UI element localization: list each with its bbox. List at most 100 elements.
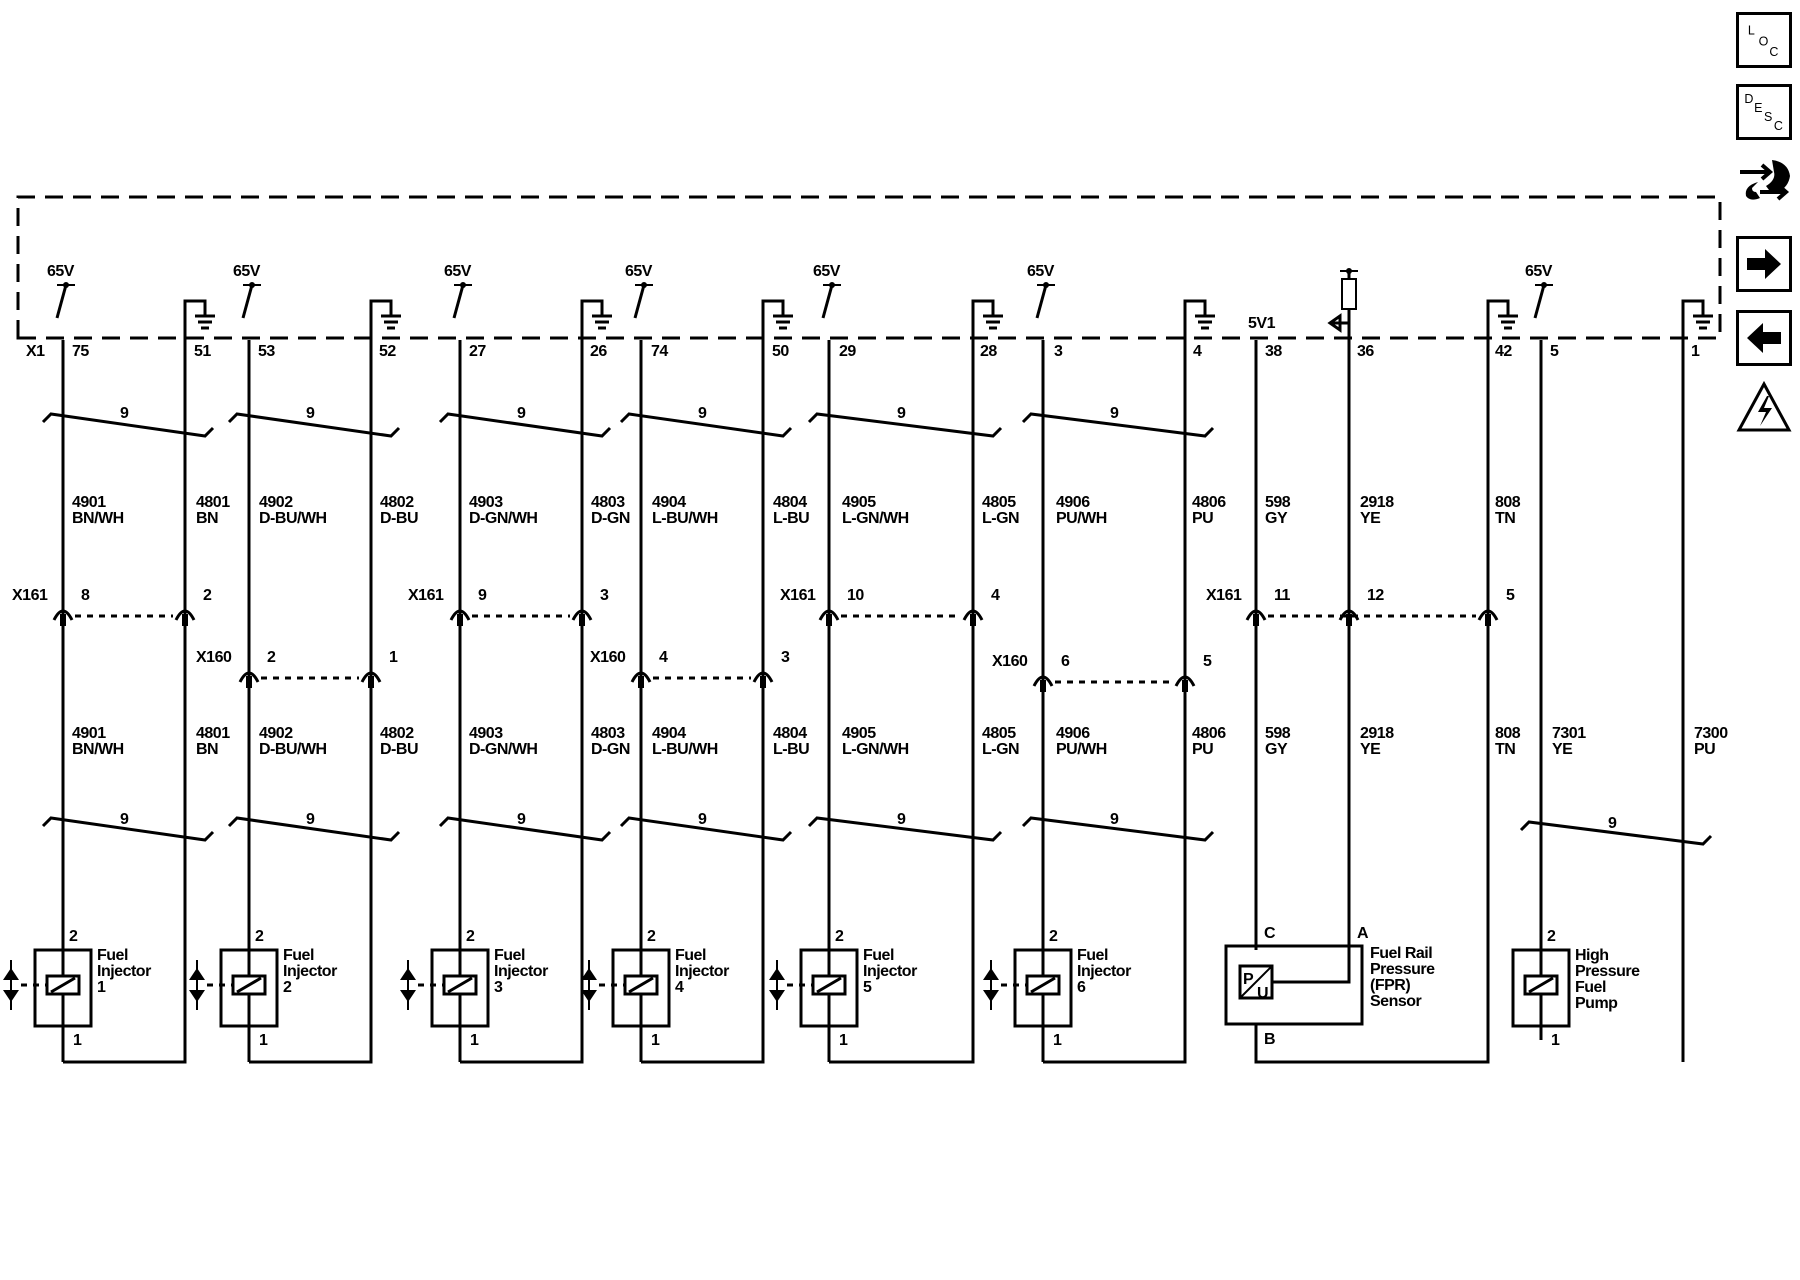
circuit-number: 4904 (652, 494, 686, 511)
twisted-pair-marker (619, 816, 793, 842)
x161-pin-number: 3 (600, 587, 609, 604)
component-name: Fuel (97, 947, 128, 964)
x160-pin-number: 6 (1061, 653, 1070, 670)
component-pin-number: B (1264, 1031, 1275, 1048)
ecm-pin-number: 74 (651, 343, 668, 360)
component-name: Fuel (283, 947, 314, 964)
component-name: Fuel (863, 947, 894, 964)
driver-switch (821, 284, 834, 319)
x161-pin-number: 11 (1274, 587, 1291, 604)
ecm-pin-number: 51 (194, 343, 211, 360)
injector-coil-slash (1030, 976, 1056, 994)
circuit-number: 808 (1495, 725, 1521, 742)
wire-color: L-GN/WH (842, 741, 909, 758)
twisted-pair-marker (227, 412, 401, 438)
twisted-pair-marker (807, 412, 1003, 438)
circuit-number: 4804 (773, 725, 807, 742)
x160-pin-number: 3 (781, 649, 790, 666)
x160-connector-label: X160 (196, 649, 232, 666)
injector-return (829, 1040, 975, 1064)
arrow-left-icon[interactable] (1736, 310, 1792, 366)
wire-color: BN/WH (72, 510, 124, 527)
connector-end-view-icon[interactable] (1736, 152, 1792, 208)
circuit-number: 4905 (842, 725, 876, 742)
injector-return (1043, 1040, 1187, 1064)
wire-color: L-GN (982, 510, 1019, 527)
ground-lead (369, 299, 393, 340)
arrow-right-icon[interactable] (1736, 236, 1792, 292)
x160-pin-number: 1 (389, 649, 398, 666)
component-name: Fuel (675, 947, 706, 964)
x161-connector-label: X161 (1206, 587, 1242, 604)
circuit-number: 7300 (1694, 725, 1728, 742)
connector-cavity (238, 671, 260, 683)
connector-cavity (571, 609, 593, 621)
component-name: 1 (97, 979, 106, 996)
wire-color: D-BU (380, 510, 418, 527)
valve-symbol (400, 968, 416, 1002)
valve-symbol (769, 968, 785, 1002)
component-name: Fuel (494, 947, 525, 964)
loc-icon[interactable]: L O C (1736, 12, 1792, 68)
ecm-pin-number: 75 (72, 343, 89, 360)
circuit-number: 7301 (1552, 725, 1586, 742)
ecm-pin-number: 27 (469, 343, 486, 360)
connector-terminal (246, 676, 252, 688)
component-pin-number: 2 (647, 928, 656, 945)
supply-voltage-label: 65V (1525, 263, 1553, 280)
component-name: 6 (1077, 979, 1086, 996)
twisted-pair-label: 9 (120, 811, 129, 828)
transducer-letter: U (1257, 985, 1268, 1002)
twisted-pair-label: 9 (517, 405, 526, 422)
wire-color: L-GN (982, 741, 1019, 758)
circuit-number: 4805 (982, 494, 1016, 511)
component-pin-number: 1 (470, 1032, 479, 1049)
twisted-pair-label: 9 (698, 405, 707, 422)
ecm-pin-number: 50 (772, 343, 789, 360)
component-pin-number: 2 (835, 928, 844, 945)
connector-cavity (449, 609, 471, 621)
component-pin-number: 1 (259, 1032, 268, 1049)
desc-icon[interactable]: D E S C (1736, 84, 1792, 140)
circuit-number: 4806 (1192, 725, 1226, 742)
wire-color: PU/WH (1056, 741, 1107, 758)
twisted-pair-marker (1519, 820, 1713, 846)
connector-cavity (630, 671, 652, 683)
component-name: Fuel (1077, 947, 1108, 964)
wire-color: D-BU/WH (259, 741, 327, 758)
x161-pin-number: 12 (1367, 587, 1384, 604)
twisted-pair-label: 9 (306, 405, 315, 422)
ecm-boundary (16, 195, 1722, 340)
x161-pin-number: 9 (478, 587, 487, 604)
twisted-pair-marker (41, 816, 215, 842)
connector-cavity (1245, 609, 1267, 621)
twisted-pair-marker (438, 816, 612, 842)
x160-connector-label: X160 (590, 649, 626, 666)
loc-letter: O (1759, 34, 1769, 48)
ecm-pin-number: 28 (980, 343, 997, 360)
desc-letter: S (1764, 110, 1772, 124)
high-voltage-warning-icon[interactable] (1736, 380, 1792, 436)
ecm-pin-number: 4 (1193, 343, 1202, 360)
wire-color: D-BU (380, 741, 418, 758)
injector-return (641, 1040, 765, 1064)
transducer-diagonal (1239, 965, 1273, 999)
twisted-pair-label: 9 (897, 405, 906, 422)
supply-voltage-label: 65V (625, 263, 653, 280)
connector-cavity (1174, 675, 1196, 687)
ecm-pin-number: 38 (1265, 343, 1282, 360)
component-name: Injector (283, 963, 337, 980)
connector-terminal (1040, 680, 1046, 692)
connector-cavity (1477, 609, 1499, 621)
wire-color: GY (1265, 741, 1288, 758)
circuit-number: 808 (1495, 494, 1521, 511)
reference-voltage-label: 5V1 (1248, 315, 1276, 332)
fpr-sensor-body (1224, 944, 1364, 1026)
x160-pin-number: 2 (267, 649, 276, 666)
circuit-number: 4906 (1056, 494, 1090, 511)
component-pin-number: C (1264, 925, 1276, 942)
ecm-pin-number: 1 (1691, 343, 1700, 360)
supply-voltage-label: 65V (1027, 263, 1055, 280)
component-pin-number: 1 (839, 1032, 848, 1049)
wire-color: D-GN/WH (469, 741, 537, 758)
